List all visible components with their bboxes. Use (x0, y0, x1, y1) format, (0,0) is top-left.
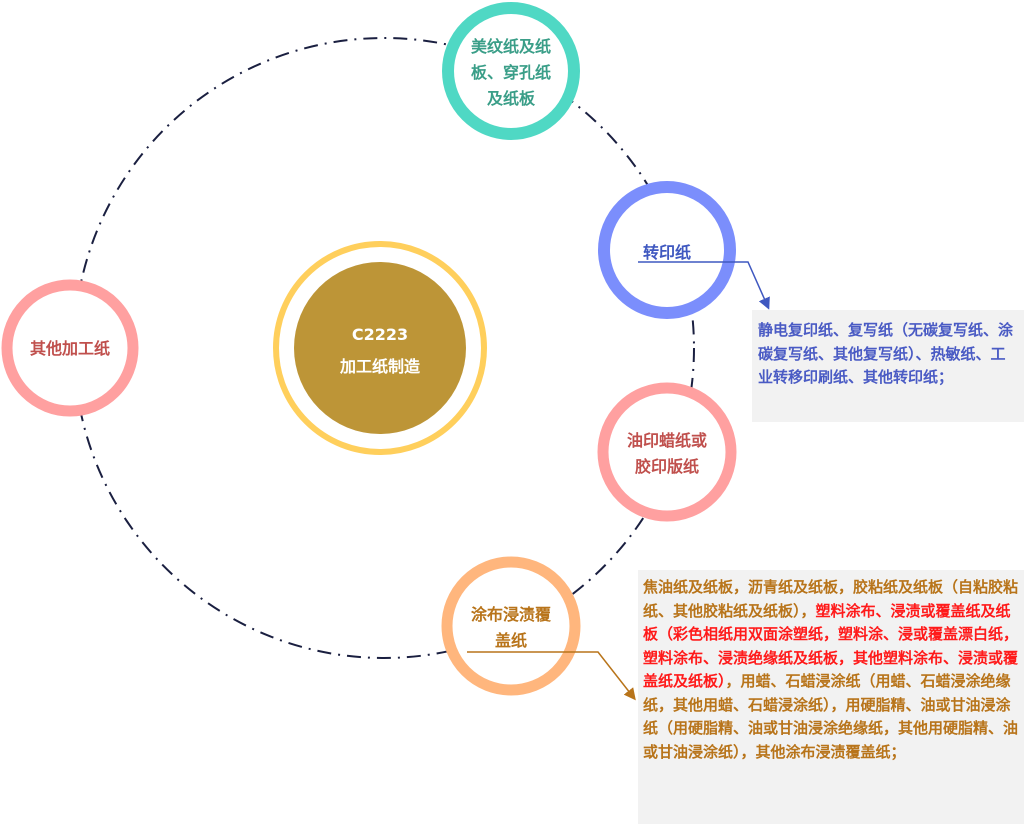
center-title: 加工纸制造 (339, 357, 421, 376)
node-label: 胶印版纸 (635, 457, 699, 476)
node-label: 及纸板 (487, 89, 536, 108)
node-label: 其他加工纸 (30, 339, 110, 358)
center-code: C2223 (352, 325, 408, 344)
node-transfer-paper[interactable]: 转印纸 (598, 181, 736, 319)
transfer-connector-line (638, 261, 770, 310)
node-other-paper[interactable]: 其他加工纸 (1, 279, 139, 417)
node-embossed-paper[interactable]: 美纹纸及纸 板、穿孔纸 及纸板 (442, 2, 580, 140)
center-node: C2223 加工纸制造 (273, 241, 487, 455)
node-label: 油印蜡纸或 (627, 431, 707, 450)
coated-detail-plastic-highlight: 塑料涂布、浸渍或覆盖纸及纸板（彩色相纸用双面涂塑纸，塑料涂、浸或覆盖漂白纸，塑料… (643, 601, 1019, 691)
node-coated-paper[interactable]: 涂布浸渍覆 盖纸 (441, 556, 581, 696)
coated-paper-detail-box: 焦油纸及纸板，沥青纸及纸板，胶粘纸及纸板（自粘胶粘纸、其他胶粘纸及纸板），塑料涂… (638, 570, 1024, 824)
coated-detail-part1: 焦油纸及纸板，沥青纸及纸板，胶粘纸及纸板（自粘胶粘纸、其他胶粘纸及纸板）， (643, 578, 1019, 620)
node-label: 盖纸 (495, 631, 527, 650)
node-label: 转印纸 (643, 243, 691, 262)
transfer-paper-detail-text: 静电复印纸、复写纸（无碳复写纸、涂碳复写纸、其他复写纸）、热敏纸、工业转移印刷纸… (758, 321, 1014, 386)
coated-detail-part3: ，用蜡、石蜡浸涂纸（用蜡、石蜡浸涂绝缘纸，其他用蜡、石蜡浸涂纸），用硬脂精、油或… (643, 672, 1019, 761)
node-label: 涂布浸渍覆 (471, 605, 552, 624)
node-label: 板、穿孔纸 (471, 63, 551, 82)
node-stencil-paper[interactable]: 油印蜡纸或 胶印版纸 (597, 382, 737, 522)
transfer-paper-detail-box: 静电复印纸、复写纸（无碳复写纸、涂碳复写纸、其他复写纸）、热敏纸、工业转移印刷纸… (752, 310, 1024, 422)
node-label: 美纹纸及纸 (471, 37, 551, 56)
coated-connector-line (467, 651, 636, 701)
